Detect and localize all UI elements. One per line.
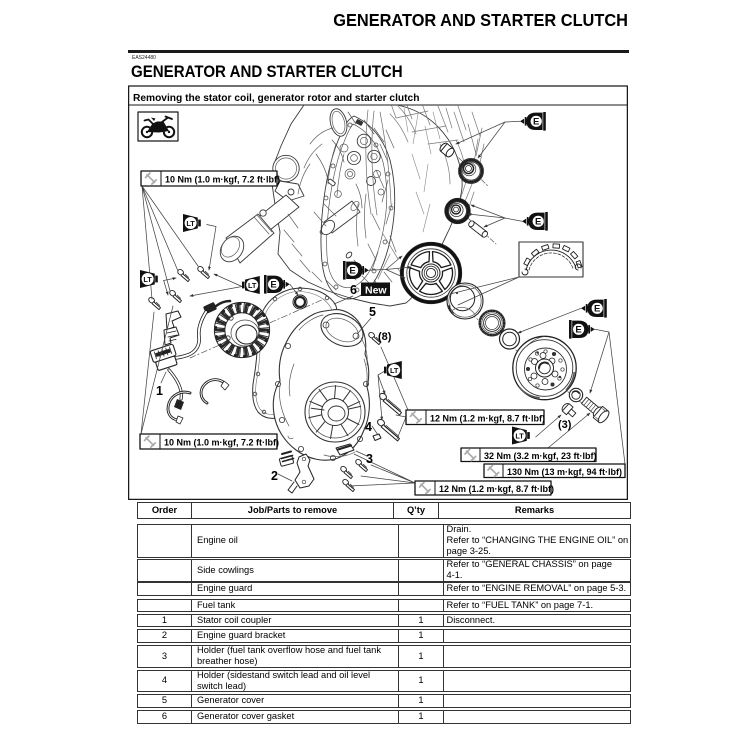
svg-text:6: 6 [350,283,357,297]
svg-text:12 Nm (1.2 m·kgf, 8.7 ft·lbf): 12 Nm (1.2 m·kgf, 8.7 ft·lbf) [430,413,545,423]
svg-text:32 Nm (3.2 m·kgf, 23 ft·lbf): 32 Nm (3.2 m·kgf, 23 ft·lbf) [484,451,597,461]
svg-text:New: New [365,285,387,297]
svg-text:130 Nm (13 m·kgf, 94 ft·lbf): 130 Nm (13 m·kgf, 94 ft·lbf) [507,467,622,477]
svg-text:(8): (8) [378,331,392,343]
svg-text:12 Nm (1.2 m·kgf, 8.7 ft·lbf): 12 Nm (1.2 m·kgf, 8.7 ft·lbf) [439,484,554,494]
svg-text:10 Nm (1.0 m·kgf, 7.2 ft·lbf): 10 Nm (1.0 m·kgf, 7.2 ft·lbf) [164,438,279,448]
svg-text:Removing the stator coil, gene: Removing the stator coil, generator roto… [133,93,419,104]
svg-text:5: 5 [369,305,376,319]
svg-text:10 Nm (1.0 m·kgf, 7.2 ft·lbf): 10 Nm (1.0 m·kgf, 7.2 ft·lbf) [165,175,280,185]
svg-text:(3): (3) [558,419,572,431]
svg-text:4: 4 [365,420,372,434]
svg-text:3: 3 [366,452,373,466]
svg-text:1: 1 [156,384,163,398]
svg-text:2: 2 [271,469,278,483]
